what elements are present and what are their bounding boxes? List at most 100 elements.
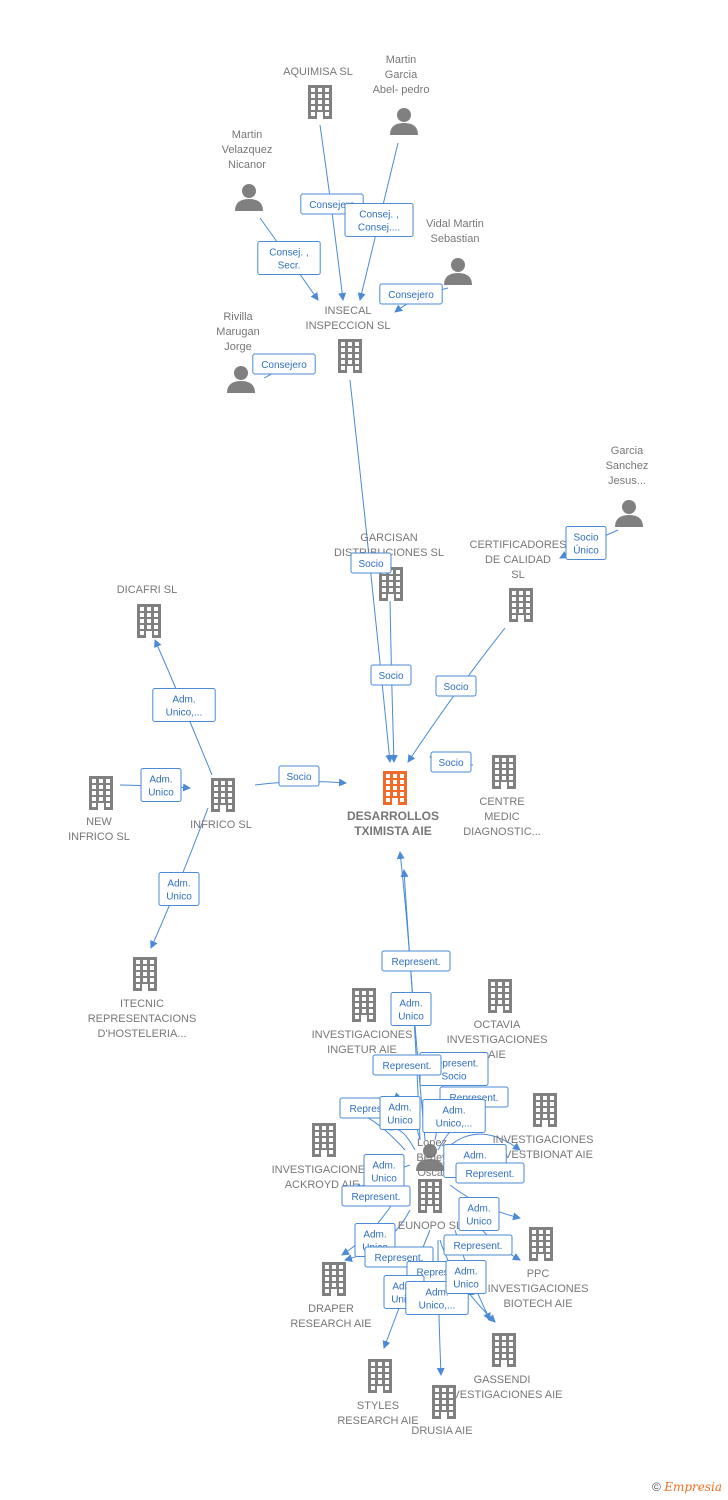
person-body bbox=[444, 273, 472, 285]
building-window bbox=[355, 354, 359, 358]
edge-label[interactable]: Socio bbox=[278, 765, 320, 787]
node-label-line: NEW bbox=[86, 816, 112, 828]
edge-label[interactable]: Adm.Unico bbox=[390, 992, 432, 1026]
building-window bbox=[315, 1138, 319, 1142]
building-window bbox=[341, 366, 345, 370]
edge-label[interactable]: Represent. bbox=[341, 1185, 411, 1207]
building-window bbox=[421, 1188, 425, 1192]
edge-label[interactable]: Consejero bbox=[252, 353, 316, 375]
building-window bbox=[355, 1009, 359, 1013]
node-label-line: Sebastian bbox=[431, 233, 480, 245]
building-window bbox=[355, 342, 359, 346]
edge-label[interactable]: Represent. bbox=[372, 1054, 442, 1076]
person-icon bbox=[416, 1144, 444, 1171]
edge-label[interactable]: Adm.Unico bbox=[379, 1096, 421, 1130]
edge-label[interactable]: Socio bbox=[350, 552, 392, 574]
edge-label-box bbox=[445, 1260, 487, 1294]
edge-label[interactable]: Socio bbox=[370, 664, 412, 686]
edge-label[interactable]: Represent. bbox=[443, 1234, 513, 1256]
building-window bbox=[318, 94, 322, 98]
building-window bbox=[532, 1242, 536, 1246]
edge-label[interactable]: Adm.Unico bbox=[363, 1154, 405, 1188]
edge-label[interactable]: Adm.Unico bbox=[458, 1197, 500, 1231]
edge-label[interactable]: Adm.Unico bbox=[140, 768, 182, 802]
building-window bbox=[311, 112, 315, 116]
building-window bbox=[502, 764, 506, 768]
node-aquimisa[interactable]: AQUIMISA SL bbox=[283, 66, 353, 119]
edge-label[interactable]: Represent. bbox=[455, 1162, 525, 1184]
building-door bbox=[542, 1120, 548, 1127]
building-window bbox=[539, 1236, 543, 1240]
building-window bbox=[92, 803, 96, 807]
edge-label[interactable]: Adm.Unico,... bbox=[422, 1099, 486, 1133]
building-window bbox=[519, 609, 523, 613]
edge-label[interactable]: Adm.Unico bbox=[158, 872, 200, 906]
edge-label-box bbox=[257, 241, 321, 275]
building-window bbox=[355, 997, 359, 1001]
building-door bbox=[518, 615, 524, 622]
edge-label-text: Represent. bbox=[417, 1268, 466, 1279]
building-window bbox=[228, 793, 232, 797]
node-label: DRUSIA AIE bbox=[411, 1425, 472, 1437]
building-window bbox=[491, 1006, 495, 1010]
building-window bbox=[502, 1354, 506, 1358]
building-window bbox=[332, 1265, 336, 1269]
node-dicafri[interactable]: DICAFRI SL bbox=[117, 584, 178, 638]
building-window bbox=[325, 88, 329, 92]
edge-label[interactable]: Adm.Unico,... bbox=[152, 688, 216, 722]
building-window bbox=[369, 1015, 373, 1019]
edge-label[interactable]: Socio bbox=[430, 751, 472, 773]
building-window bbox=[393, 786, 397, 790]
node-label-line: INVESTIGACIONES bbox=[447, 1034, 548, 1046]
node-infrico[interactable]: INFRICO SL bbox=[190, 778, 252, 831]
node-label-line: Lopez bbox=[417, 1137, 447, 1149]
building-icon bbox=[418, 1179, 442, 1213]
building-window bbox=[318, 100, 322, 104]
building-window bbox=[140, 613, 144, 617]
building-window bbox=[311, 106, 315, 110]
edge-label[interactable]: Consejero bbox=[379, 283, 443, 305]
edge-label[interactable]: Socio bbox=[435, 675, 477, 697]
building-window bbox=[106, 803, 110, 807]
building-window bbox=[369, 997, 373, 1001]
edge-label[interactable]: Adm.Unico bbox=[445, 1260, 487, 1294]
building-window bbox=[214, 805, 218, 809]
node-label-line: INVESTIGACIONES bbox=[488, 1283, 589, 1295]
building-window bbox=[550, 1120, 554, 1124]
edge-label[interactable]: Represent. bbox=[381, 950, 451, 972]
edge-label-box bbox=[350, 552, 392, 574]
edge-label-text: Represent. bbox=[392, 957, 441, 968]
building-window bbox=[143, 966, 147, 970]
building-icon bbox=[488, 979, 512, 1013]
footer-brand: © Empresia bbox=[652, 1480, 722, 1494]
building-window bbox=[421, 1200, 425, 1204]
building-window bbox=[147, 625, 151, 629]
person-head bbox=[622, 500, 636, 514]
edge-label[interactable]: Consej. ,Consej.... bbox=[344, 203, 414, 237]
edge-label[interactable]: Consej. ,Secr. bbox=[257, 241, 321, 275]
node-eunopo[interactable]: EUNOPO SL bbox=[398, 1179, 462, 1232]
node-drusia[interactable]: DRUSIA AIE bbox=[411, 1385, 473, 1437]
